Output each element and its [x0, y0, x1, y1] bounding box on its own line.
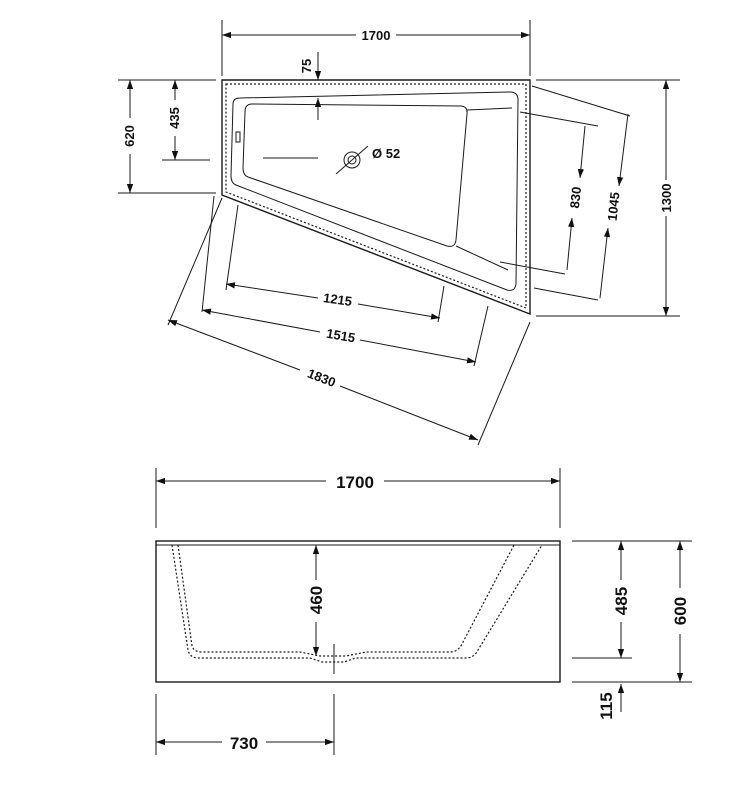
depth-1300-label: 1300 [659, 184, 674, 213]
plan-basin-outer [230, 91, 519, 291]
dimension-485: 485 [612, 541, 631, 658]
dimension-inner-depth: 460 [307, 545, 326, 656]
dimension-side-width: 1700 [155, 468, 561, 528]
ext-angled-c [499, 261, 566, 275]
length-1515-label: 1515 [325, 326, 356, 346]
depth-1045-label: 1045 [605, 191, 623, 221]
dimension-730: 730 [155, 694, 335, 755]
side-view: 1700 460 485 600 115 [155, 468, 692, 755]
dimension-left-inner: 435 [162, 80, 210, 161]
foot-115-label: 115 [597, 692, 616, 719]
ext-angled-a [531, 85, 631, 117]
plan-rim-dotted-edge [225, 83, 527, 309]
dimension-plan-width: 1700 [221, 20, 531, 76]
plan-view: Ø 52 1700 75 620 435 [118, 20, 680, 446]
plan-shelf-line-bottom [455, 245, 509, 271]
ext-lower-left-3 [225, 204, 239, 291]
ext-lower-right-3 [477, 321, 531, 446]
side-outer-body [155, 540, 561, 683]
dimension-1515: 1515 [201, 308, 477, 364]
plan-outer-rim [221, 79, 531, 316]
side-basin-hidden-inner [177, 544, 515, 657]
inner-depth-label: 460 [307, 586, 326, 614]
dimension-1300: 1300 [659, 80, 674, 316]
height-600-label: 600 [671, 597, 690, 625]
dimension-600: 600 [671, 541, 690, 682]
overflow-offset-label: 75 [299, 59, 314, 73]
drain-symbol [335, 145, 369, 175]
ext-lower-left-2 [201, 195, 215, 313]
drain-diameter-label: Ø 52 [372, 146, 400, 161]
plan-overflow-mark [235, 131, 241, 143]
side-basin-hidden-outer [171, 544, 543, 663]
dimension-1045: 1045 [599, 113, 629, 299]
dimension-1830: 1830 [167, 319, 479, 441]
ext-lower-left-1 [167, 197, 223, 326]
dimension-115: 115 [597, 684, 625, 720]
left-outer-height-label: 620 [122, 125, 137, 147]
dimension-overflow-offset: 75 [299, 52, 322, 120]
depth-830-label: 830 [567, 186, 584, 209]
length-1215-label: 1215 [322, 290, 353, 309]
height-485-label: 485 [612, 587, 631, 615]
length-1830-label: 1830 [305, 366, 337, 390]
left-inner-height-label: 435 [167, 107, 182, 129]
plan-basin-inner [242, 103, 468, 247]
plan-width-label: 1700 [362, 28, 391, 43]
dimension-1215: 1215 [225, 282, 441, 320]
drain-offset-label: 730 [230, 734, 258, 753]
ext-lower-right-1 [437, 285, 445, 323]
plan-shelf-line-top [466, 107, 513, 111]
dimension-830: 830 [566, 125, 586, 271]
dimension-left-outer: 620 [118, 79, 216, 194]
ext-angled-b [519, 111, 599, 127]
side-width-label: 1700 [336, 473, 374, 492]
ext-angled-d [533, 287, 599, 301]
ext-lower-right-2 [473, 305, 489, 367]
